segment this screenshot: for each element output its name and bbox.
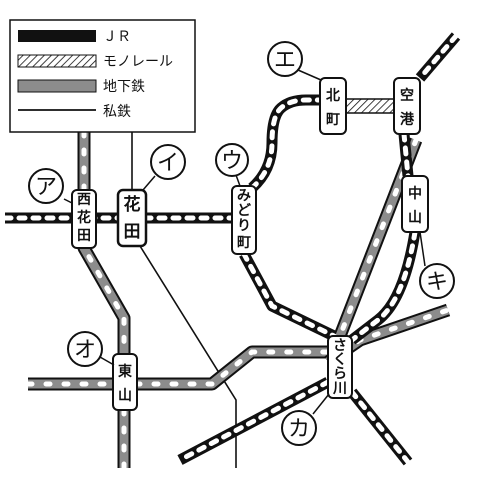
marker-label: キ xyxy=(426,270,448,295)
station-box xyxy=(393,77,421,135)
legend-private-label: 私鉄 xyxy=(103,104,131,120)
jr-line-dashes xyxy=(249,97,325,191)
station-box xyxy=(112,353,138,411)
station-char: 田 xyxy=(124,222,141,242)
station-char: 港 xyxy=(400,111,415,128)
jr-line-dashes xyxy=(417,33,459,81)
marker-circle xyxy=(267,41,303,77)
marker-circle xyxy=(419,263,455,299)
station-char: 花 xyxy=(77,209,91,226)
station-char: み xyxy=(237,188,251,204)
station-char: ら xyxy=(333,366,347,382)
leader-line xyxy=(312,393,330,415)
leader-line xyxy=(99,356,115,366)
station-char: 山 xyxy=(118,388,132,404)
jr-line-dashes xyxy=(177,379,331,463)
legend-subway-swatch xyxy=(17,79,97,93)
marker-a: ア xyxy=(28,168,73,204)
jr-line-dashes xyxy=(349,389,411,465)
monorail-layer xyxy=(345,98,395,114)
marker-circle xyxy=(281,410,317,446)
leader-line xyxy=(63,198,73,204)
marker-label: オ xyxy=(74,338,96,363)
station-char: 西 xyxy=(77,192,91,208)
jr-line-dashes xyxy=(349,229,418,343)
marker-ki: キ xyxy=(419,231,455,299)
station-hanada: 花 田 xyxy=(116,188,148,248)
marker-e: エ xyxy=(267,41,322,81)
marker-label: エ xyxy=(274,48,296,73)
station-char: 中 xyxy=(408,185,422,202)
station-box xyxy=(116,188,148,248)
station-box xyxy=(231,185,257,255)
leader-line xyxy=(142,175,156,191)
marker-label: カ xyxy=(288,417,310,442)
station-char: 川 xyxy=(332,381,347,397)
jr-line-dashes xyxy=(241,251,337,339)
private-line xyxy=(139,245,237,468)
marker-circle xyxy=(150,144,186,180)
station-box xyxy=(319,77,347,135)
station-char: 空 xyxy=(400,87,414,104)
station-kitamachi: 北 町 xyxy=(319,77,347,135)
station-char: く xyxy=(333,352,347,368)
station-char: 町 xyxy=(326,112,340,128)
leader-line xyxy=(297,69,322,81)
marker-circle xyxy=(28,168,64,204)
jr-line-dashes xyxy=(401,131,411,179)
station-char: ど xyxy=(237,203,251,219)
monorail-line xyxy=(345,98,395,114)
station-char: 町 xyxy=(237,235,251,251)
station-box xyxy=(71,189,97,249)
jr-line xyxy=(239,251,337,341)
station-higashiyama: 東 山 xyxy=(112,353,138,411)
station-char: り xyxy=(237,218,251,234)
station-char: さ xyxy=(333,338,347,354)
legend-monorail-label: モノレール xyxy=(103,54,173,70)
marker-o: オ xyxy=(67,331,115,367)
legend-jr-swatch xyxy=(18,30,96,42)
leader-line xyxy=(419,231,426,267)
marker-label: ア xyxy=(35,175,57,200)
station-box xyxy=(401,175,429,233)
station-midoricho: み ど り 町 xyxy=(231,185,257,255)
station-char: 北 xyxy=(326,88,340,104)
leader-line xyxy=(235,174,241,187)
legend-jr-label: ＪＲ xyxy=(103,29,131,45)
station-nishihanada: 西 花 田 xyxy=(71,189,97,249)
legend: ＪＲ モノレール 地下鉄 私鉄 xyxy=(9,19,196,133)
station-char: 東 xyxy=(118,363,132,380)
marker-label: イ xyxy=(157,151,179,176)
marker-circle xyxy=(215,143,249,177)
station-char: 田 xyxy=(77,228,91,244)
marker-i: イ xyxy=(142,144,186,191)
jr-layer xyxy=(2,32,461,466)
legend-monorail-swatch xyxy=(17,54,97,68)
private-railway-layer xyxy=(131,132,237,468)
marker-circle xyxy=(67,331,103,367)
marker-label: ウ xyxy=(221,149,243,174)
marker-u: ウ xyxy=(215,143,249,187)
marker-ka: カ xyxy=(281,393,330,446)
legend-subway-label: 地下鉄 xyxy=(103,79,145,95)
station-char: 山 xyxy=(408,210,422,226)
station-nakayama: 中 山 xyxy=(401,175,429,233)
station-char: 花 xyxy=(124,194,141,215)
station-box xyxy=(327,335,353,399)
station-kuko: 空 港 xyxy=(393,77,421,135)
station-sakuragawa: さ く ら 川 xyxy=(327,335,353,399)
